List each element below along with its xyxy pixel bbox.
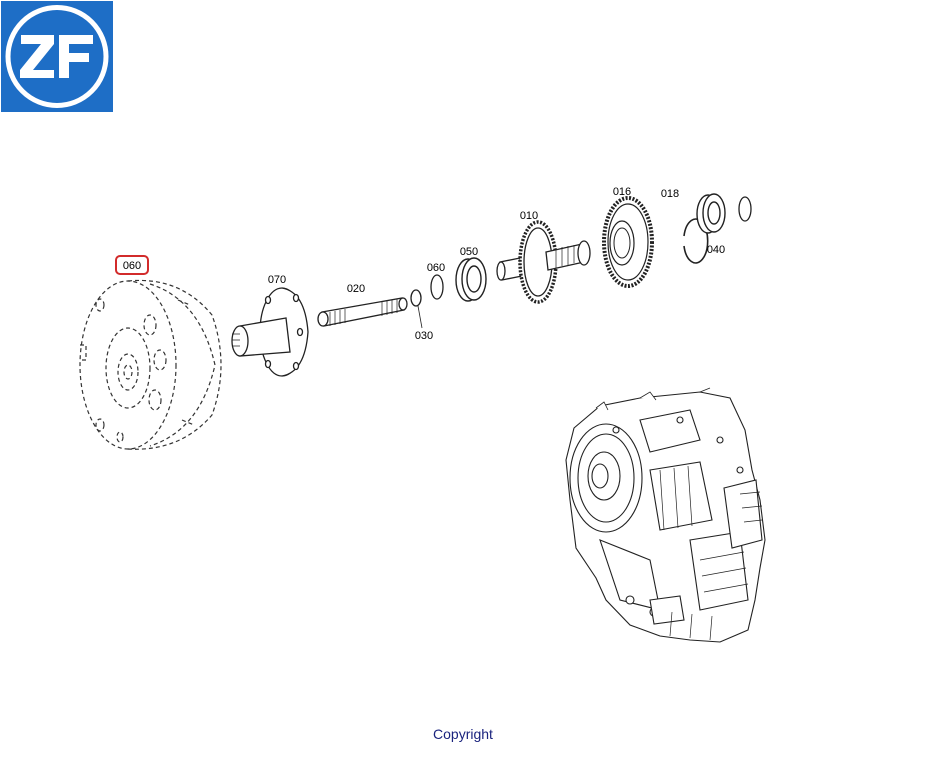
label-040[interactable]: 040	[707, 244, 725, 256]
bearing-040-part[interactable]	[696, 193, 726, 234]
transmission-assembly-image	[565, 387, 766, 643]
label-020[interactable]: 020	[347, 283, 365, 295]
gear-shaft-010-part[interactable]	[496, 220, 591, 304]
retaining-ring-030-part[interactable]	[410, 289, 423, 329]
label-050[interactable]: 050	[460, 246, 478, 258]
bearing-050-part[interactable]	[455, 257, 487, 302]
highlight-box-060	[115, 255, 149, 275]
label-010[interactable]: 010	[520, 210, 538, 222]
label-070[interactable]: 070	[268, 274, 286, 286]
label-030[interactable]: 030	[415, 330, 433, 342]
snap-ring-018-part[interactable]	[683, 218, 709, 264]
label-060-ring[interactable]: 060	[427, 262, 445, 274]
ring-060-part[interactable]	[430, 274, 444, 300]
gear-016-part[interactable]	[602, 196, 654, 288]
label-018[interactable]: 018	[661, 188, 679, 200]
label-016[interactable]: 016	[613, 186, 631, 198]
torque-converter-part[interactable]	[79, 279, 222, 450]
zf-logo	[1, 1, 113, 112]
copyright-link[interactable]: Copyright	[433, 726, 493, 742]
shaft-part[interactable]	[317, 297, 408, 327]
ring-end-part[interactable]	[738, 196, 752, 222]
label-060-converter[interactable]: 060	[123, 260, 141, 272]
pump-flange-part[interactable]	[231, 287, 309, 377]
